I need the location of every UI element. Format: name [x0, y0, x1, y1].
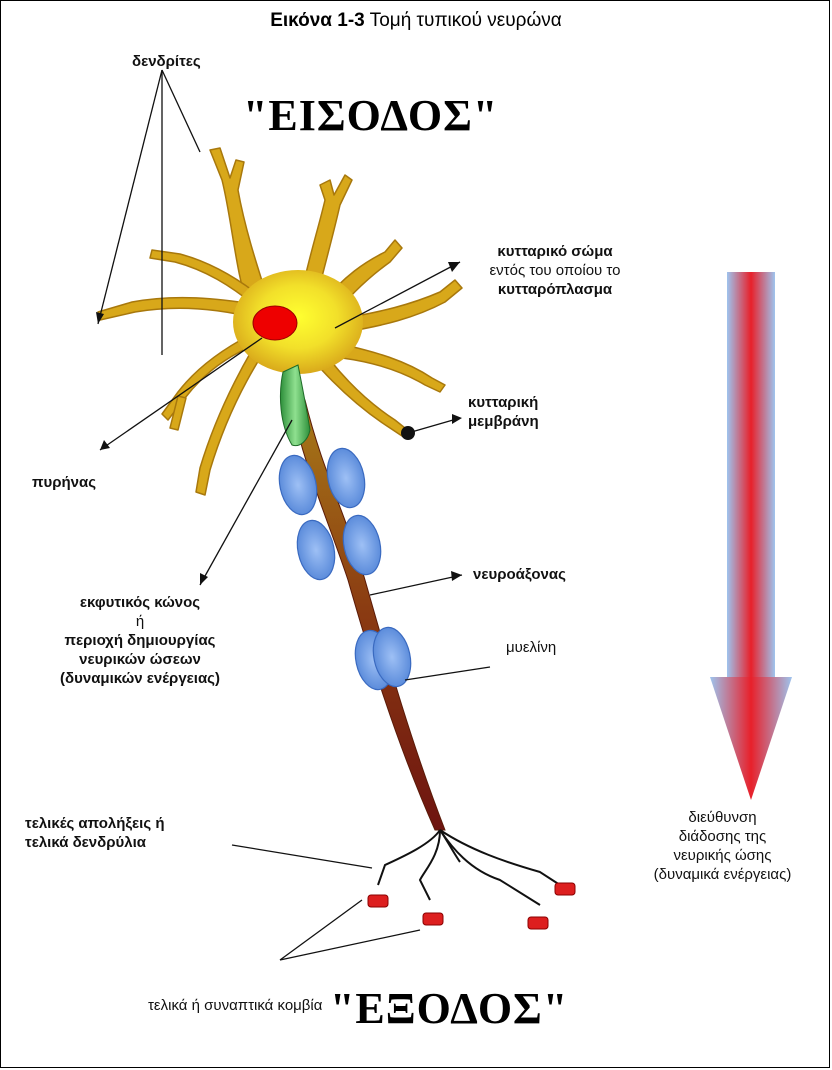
label-direction-line3: νευρικής ώσης [625, 846, 820, 865]
figure-title: Εικόνα 1-3 Τομή τυπικού νευρώνα [0, 10, 832, 32]
label-axon-hillock-line3: περιοχή δημιουργίας [40, 631, 240, 650]
label-direction-line2: διάδοσης της [625, 827, 820, 846]
label-direction-line1: διεύθυνση [625, 808, 820, 827]
label-dendrites: δενδρίτες [132, 52, 201, 71]
cell-body [233, 270, 363, 374]
label-membrane: κυτταρική μεμβράνη [468, 393, 539, 431]
label-membrane-line1: κυτταρική [468, 393, 539, 412]
label-direction-line4: (δυναμικά ενέργειας) [625, 865, 820, 884]
label-axon-hillock-line4: νευρικών ώσεων [40, 650, 240, 669]
input-heading: "ΕΙΣΟΔΟΣ" [243, 90, 498, 141]
label-cell-body-line2: εντός του οποίου το [455, 261, 655, 280]
label-cell-body-line1: κυτταρικό σώμα [455, 242, 655, 261]
label-boutons: τελικά ή συναπτικά κομβία [148, 996, 322, 1015]
direction-arrow [710, 272, 792, 800]
output-heading: "ΕΞΟΔΟΣ" [330, 983, 568, 1034]
label-myelin: μυελίνη [506, 638, 556, 657]
label-axon-hillock: εκφυτικός κώνος ή περιοχή δημιουργίας νε… [40, 593, 240, 688]
synaptic-boutons [368, 883, 575, 929]
label-axon-hillock-line1: εκφυτικός κώνος [40, 593, 240, 612]
label-nucleus: πυρήνας [32, 473, 96, 492]
label-terminals-line1: τελικές απολήξεις ή [25, 814, 164, 833]
label-axon-hillock-line5: (δυναμικών ενέργειας) [40, 669, 240, 688]
figure-caption: Τομή τυπικού νευρώνα [365, 10, 562, 31]
label-axon-hillock-line2: ή [40, 612, 240, 631]
label-membrane-line2: μεμβράνη [468, 412, 539, 431]
label-direction: διεύθυνση διάδοσης της νευρικής ώσης (δυ… [625, 808, 820, 884]
label-terminals-line2: τελικά δενδρύλια [25, 833, 164, 852]
label-axon: νευροάξονας [473, 565, 566, 584]
axon [290, 400, 445, 830]
figure-number: Εικόνα 1-3 [270, 10, 365, 31]
axon-terminals [378, 830, 560, 905]
membrane-marker [401, 426, 415, 440]
label-terminals: τελικές απολήξεις ή τελικά δενδρύλια [25, 814, 164, 852]
nucleus [253, 306, 297, 340]
label-cell-body-line3: κυτταρόπλασμα [455, 280, 655, 299]
label-cell-body: κυτταρικό σώμα εντός του οποίου το κυττα… [455, 242, 655, 299]
